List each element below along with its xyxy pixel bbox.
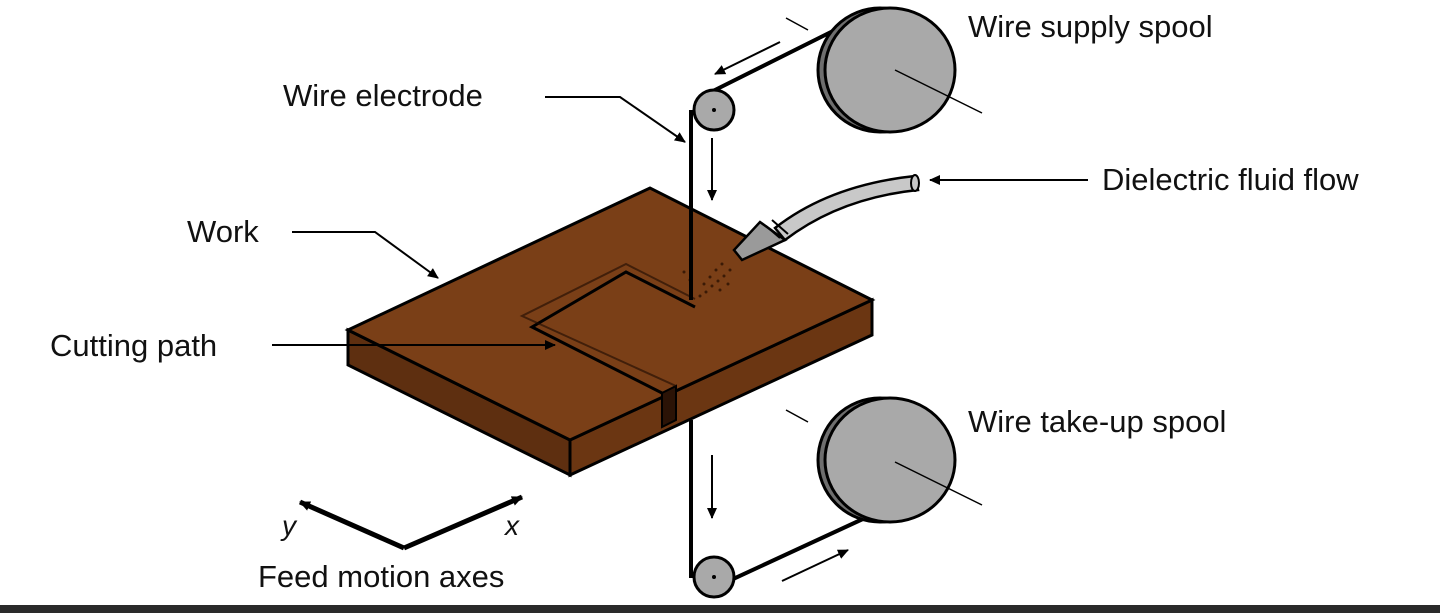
bottom-rule <box>0 605 1440 613</box>
lower-guide-roller <box>692 555 736 599</box>
axis-x-label: x <box>503 510 520 541</box>
cutting-path-groove <box>528 270 696 395</box>
wire-motion-arrows <box>707 41 849 582</box>
label-feed-motion-axes: Feed motion axes <box>258 559 504 594</box>
slot-cut <box>661 384 677 429</box>
leader-wire-electrode <box>545 96 686 143</box>
label-wire-takeup-spool: Wire take-up spool <box>968 404 1226 439</box>
supply-spool <box>785 6 983 134</box>
takeup-spool <box>785 396 983 524</box>
label-wire-electrode: Wire electrode <box>283 78 483 113</box>
dielectric-nozzle <box>732 174 920 262</box>
label-dielectric-fluid-flow: Dielectric fluid flow <box>1102 162 1359 197</box>
label-wire-supply-spool: Wire supply spool <box>968 9 1213 44</box>
leader-work <box>292 231 439 279</box>
upper-guide-roller <box>692 88 736 132</box>
feed-axes: y x <box>280 494 523 551</box>
leader-lines <box>272 96 1088 350</box>
axis-y-label: y <box>280 510 298 541</box>
label-cutting-path: Cutting path <box>50 328 217 363</box>
label-work: Work <box>187 214 259 249</box>
